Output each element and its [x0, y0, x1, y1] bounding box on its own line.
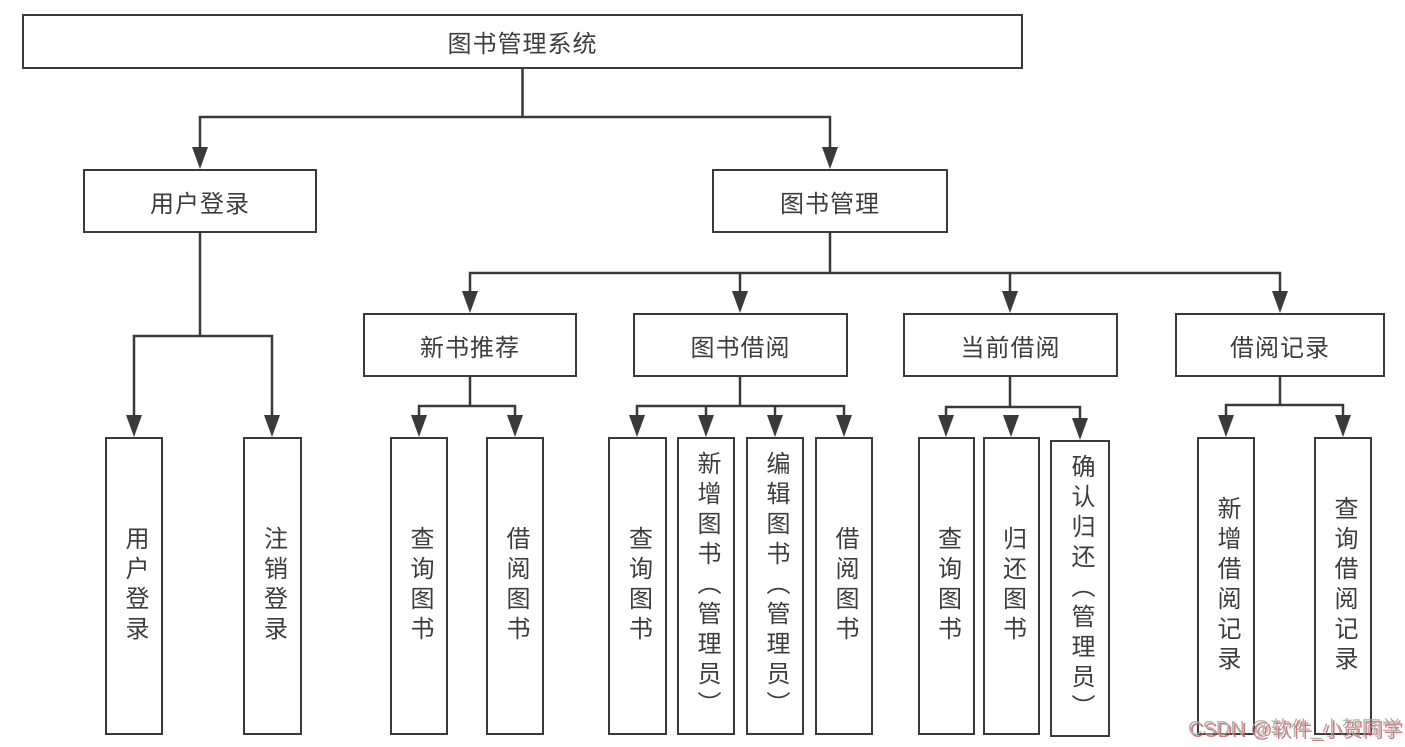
connector-new-book-rec-to-leaves [411, 377, 523, 437]
arrow-down-icon [1272, 291, 1288, 313]
watermark: CSDN @软件_小贺同学 [1188, 718, 1402, 740]
arrow-down-icon [192, 147, 208, 169]
node-leaf-bb-query-books-label: 查询图书 [624, 526, 652, 646]
arrow-down-icon [732, 291, 748, 313]
node-leaf-bb-edit-books-admin: 编辑图书（管理员） [746, 437, 804, 735]
node-user-login: 用户登录 [83, 169, 317, 233]
connector-root-to-level2 [192, 69, 838, 169]
arrow-down-icon [126, 415, 142, 437]
arrow-down-icon [698, 415, 714, 437]
node-leaf-logout-label: 注销登录 [259, 526, 287, 646]
arrow-down-icon [411, 415, 427, 437]
connector-user-login-to-leaves [126, 233, 280, 437]
node-root-label: 图书管理系统 [447, 31, 598, 58]
arrow-down-icon [507, 415, 523, 437]
node-leaf-logout: 注销登录 [243, 437, 302, 735]
node-leaf-nbr-borrow-books: 借阅图书 [486, 437, 544, 735]
node-leaf-bb-borrow-books-label: 借阅图书 [831, 526, 858, 646]
arrow-down-icon [822, 147, 838, 169]
node-borrow-records-label: 借阅记录 [1230, 334, 1330, 362]
node-leaf-br-query-record: 查询借阅记录 [1314, 437, 1372, 735]
connector-book-borrow-to-leaves [629, 377, 852, 437]
arrow-down-icon [938, 415, 954, 437]
arrow-down-icon [1003, 415, 1019, 437]
node-book-mgmt-label: 图书管理 [780, 190, 880, 218]
node-leaf-cb-query-books: 查询图书 [918, 437, 975, 735]
node-root: 图书管理系统 [22, 14, 1023, 69]
node-leaf-nbr-borrow-books-label: 借阅图书 [502, 526, 529, 646]
node-leaf-bb-add-books-admin-label: 新增图书（管理员） [693, 451, 720, 721]
connector-book-mgmt-to-level3 [462, 233, 1288, 313]
node-leaf-cb-return-books: 归还图书 [983, 437, 1040, 735]
connector-current-borrow-to-leaves [938, 377, 1088, 440]
connector-borrow-records-to-leaves [1218, 377, 1351, 437]
arrow-down-icon [1072, 418, 1088, 440]
node-borrow-records: 借阅记录 [1175, 313, 1385, 377]
node-leaf-nbr-query-books-label: 查询图书 [406, 526, 433, 646]
node-leaf-cb-confirm-return-admin-label: 确认归还（管理员） [1067, 453, 1094, 724]
arrow-down-icon [1002, 291, 1018, 313]
node-leaf-user-login: 用户登录 [105, 437, 163, 735]
node-leaf-br-add-record: 新增借阅记录 [1197, 437, 1255, 735]
arrow-down-icon [1218, 415, 1234, 437]
node-book-mgmt: 图书管理 [712, 169, 948, 233]
node-user-login-label: 用户登录 [150, 190, 250, 218]
arrow-down-icon [264, 415, 280, 437]
node-current-borrow: 当前借阅 [903, 313, 1118, 377]
arrow-down-icon [629, 415, 645, 437]
arrow-down-icon [1335, 415, 1351, 437]
node-leaf-nbr-query-books: 查询图书 [390, 437, 448, 735]
arrow-down-icon [462, 291, 478, 313]
node-new-book-rec: 新书推荐 [363, 313, 577, 377]
node-leaf-user-login-label: 用户登录 [121, 526, 148, 646]
node-leaf-cb-confirm-return-admin: 确认归还（管理员） [1050, 440, 1110, 737]
node-leaf-bb-borrow-books: 借阅图书 [815, 437, 873, 735]
node-book-borrow-label: 图书借阅 [690, 334, 791, 362]
node-leaf-cb-query-books-label: 查询图书 [933, 526, 961, 646]
node-book-borrow: 图书借阅 [633, 313, 848, 377]
node-current-borrow-label: 当前借阅 [960, 334, 1061, 362]
node-leaf-bb-query-books: 查询图书 [608, 437, 667, 735]
node-leaf-cb-return-books-label: 归还图书 [998, 526, 1026, 646]
node-leaf-br-query-record-label: 查询借阅记录 [1330, 496, 1357, 676]
node-leaf-br-add-record-label: 新增借阅记录 [1213, 496, 1240, 676]
arrow-down-icon [767, 415, 783, 437]
node-leaf-bb-edit-books-admin-label: 编辑图书（管理员） [762, 451, 789, 721]
node-new-book-rec-label: 新书推荐 [420, 334, 520, 362]
node-leaf-bb-add-books-admin: 新增图书（管理员） [677, 437, 735, 735]
arrow-down-icon [836, 415, 852, 437]
